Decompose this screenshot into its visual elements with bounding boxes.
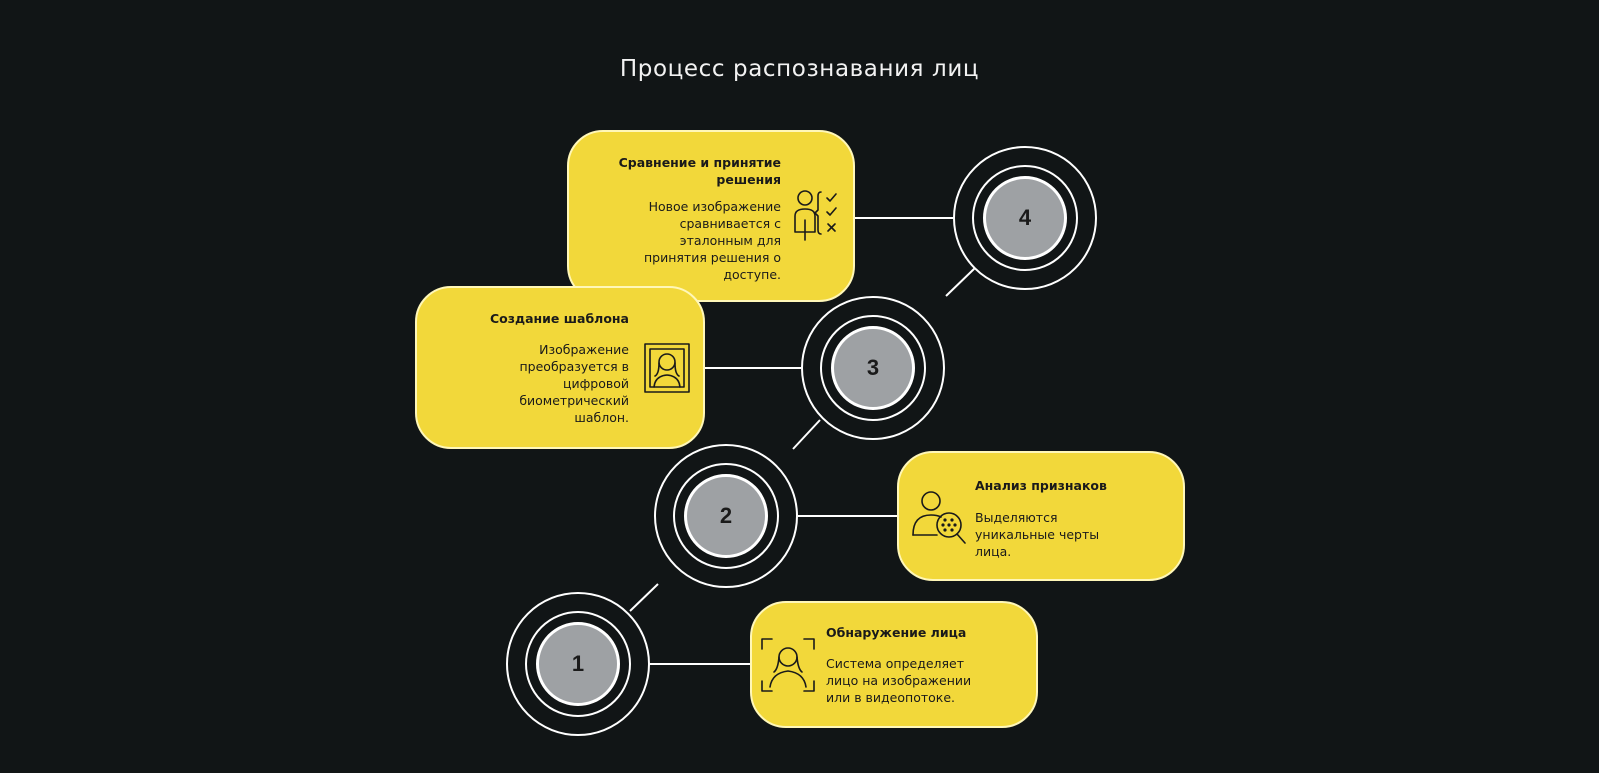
step-3-description: Изображение преобразуется в цифровой био… bbox=[519, 342, 629, 425]
step-4-badge: 4 bbox=[983, 176, 1067, 260]
step-4-card: Сравнение и принятие решения Новое изобр… bbox=[567, 130, 855, 302]
person-magnifier-icon bbox=[912, 491, 966, 544]
step-4-outer-ring bbox=[953, 146, 1097, 290]
step-4-inner-ring bbox=[972, 165, 1078, 271]
step-2-card: Анализ признаков Выделяются уникальные ч… bbox=[897, 451, 1185, 581]
step-1-card: Обнаружение лица Система определяет лицо… bbox=[750, 601, 1038, 728]
step-3-badge: 3 bbox=[831, 326, 915, 410]
step-4-description: Новое изображение сравнивается с эталонн… bbox=[643, 199, 781, 282]
step-1-badge: 1 bbox=[536, 622, 620, 706]
step-2-description: Выделяются уникальные черты лица. bbox=[975, 510, 1100, 559]
connector-1-2 bbox=[629, 583, 659, 612]
step-1-inner-ring bbox=[525, 611, 631, 717]
step-1-outer-ring bbox=[506, 592, 650, 736]
step-3-title: Создание шаблона bbox=[489, 311, 629, 326]
step-1-description: Система определяет лицо на изображении и… bbox=[826, 656, 972, 705]
step-1-title: Обнаружение лица bbox=[826, 625, 967, 640]
connector-2-3 bbox=[792, 419, 821, 450]
step-2-title: Анализ признаков bbox=[975, 478, 1107, 493]
face-scan-icon bbox=[761, 638, 815, 692]
portrait-frame-icon bbox=[644, 343, 690, 393]
step-3-card: Создание шаблона Изображение преобразует… bbox=[415, 286, 705, 449]
step-2-inner-ring bbox=[673, 463, 779, 569]
step-2-badge: 2 bbox=[684, 474, 768, 558]
diagram-title: Процесс распознавания лиц bbox=[619, 56, 980, 82]
step-4-title: Сравнение и принятие решения bbox=[618, 155, 781, 187]
step-3-inner-ring bbox=[820, 315, 926, 421]
person-checklist-icon bbox=[794, 190, 837, 241]
step-3-outer-ring bbox=[801, 296, 945, 440]
connector-3-4 bbox=[945, 267, 976, 297]
step-2-outer-ring bbox=[654, 444, 798, 588]
